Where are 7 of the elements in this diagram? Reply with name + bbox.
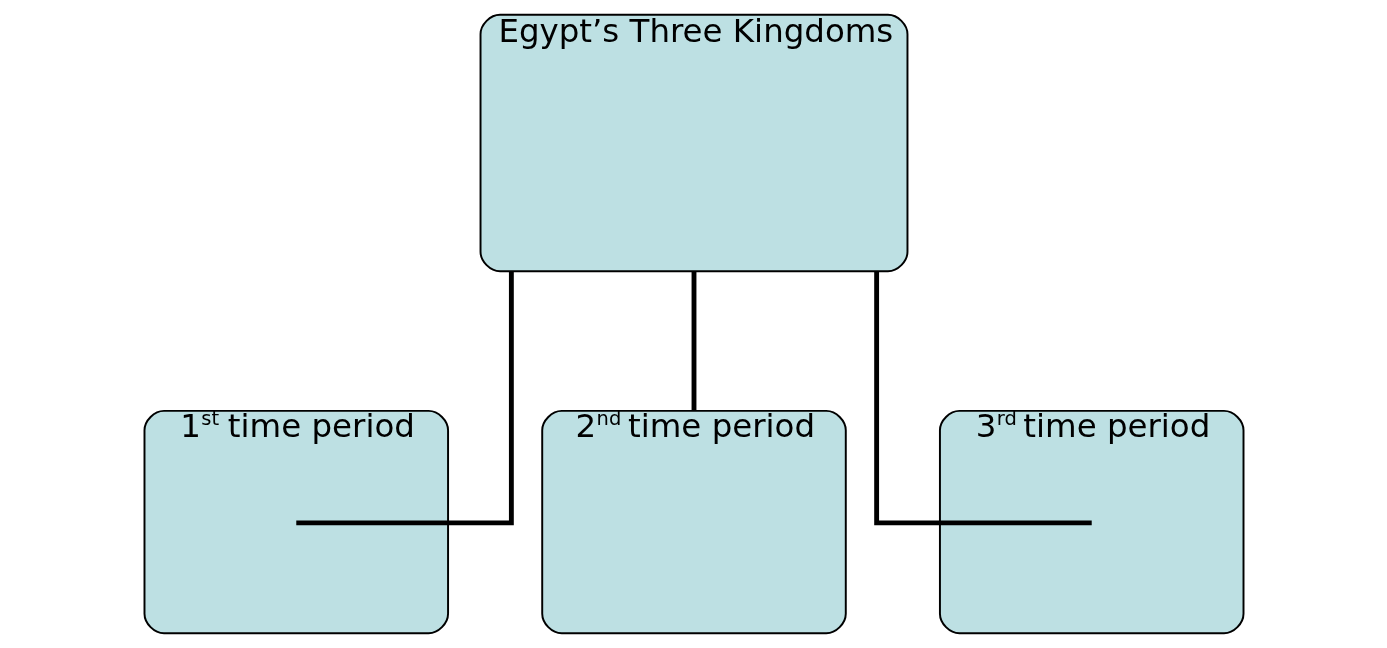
node-box: Egypt’s Three Kingdoms	[479, 13, 908, 273]
connector	[295, 271, 514, 526]
node-box: 1$^{st}$ time period	[143, 409, 449, 635]
connector	[691, 271, 696, 411]
node-box: 2$^{nd}$ time period	[540, 409, 847, 635]
connector	[873, 271, 1092, 526]
node-box: 3$^{rd}$ time period	[938, 409, 1244, 635]
